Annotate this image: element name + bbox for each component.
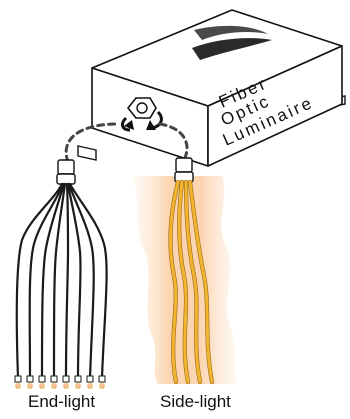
end-fiber [52, 182, 67, 380]
end-light-caption: End-light [28, 392, 96, 411]
end-fiber [15, 182, 64, 380]
side-light-caption: Side-light [160, 392, 231, 411]
end-light-emission [27, 383, 33, 389]
end-fiber [64, 182, 70, 380]
housing-side-face [207, 45, 343, 167]
end-light-connector [57, 159, 75, 175]
end-fiber [68, 182, 108, 380]
connection-path [64, 122, 189, 164]
end-fiber-ferrule [26, 375, 34, 383]
mounting-flange [77, 145, 97, 161]
side-fiber [188, 180, 214, 384]
side-light-connector [175, 157, 193, 173]
end-light-emission [63, 383, 69, 389]
end-light-emission [99, 383, 105, 389]
end-fiber [28, 182, 65, 380]
end-fiber-ferrule [62, 375, 70, 383]
luminaire-logo-icon [192, 25, 272, 60]
end-light-emission [75, 383, 81, 389]
end-fiber-ferrule [50, 375, 58, 383]
side-light-bundle [168, 157, 215, 385]
end-light-ferrule [56, 173, 76, 185]
end-light-emission [51, 383, 57, 389]
end-fiber-ferrule [14, 375, 22, 383]
end-fiber-ferrule [74, 375, 82, 383]
end-light-emission [15, 383, 21, 389]
end-light-bundle [14, 159, 108, 389]
luminaire-housing [77, 9, 346, 167]
side-fiber [169, 180, 180, 384]
side-fiber [184, 180, 202, 384]
side-fiber [177, 180, 190, 384]
end-fiber [40, 182, 66, 380]
end-fiber [66, 182, 82, 380]
port-rotate-icon [121, 97, 163, 132]
end-fiber [67, 182, 95, 380]
end-light-emission [39, 383, 45, 389]
end-fiber-ferrule [38, 375, 46, 383]
end-light-emission [87, 383, 93, 389]
end-fiber-ferrule [98, 375, 106, 383]
end-fiber-ferrule [86, 375, 94, 383]
